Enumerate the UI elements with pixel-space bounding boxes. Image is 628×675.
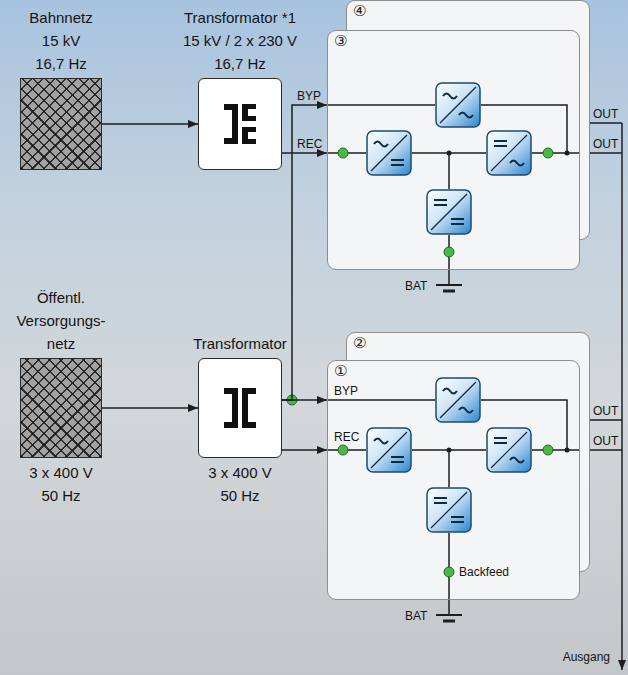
connector-arrow: [282, 105, 327, 400]
bypass-converter: [436, 378, 480, 422]
transformer-symbol: [242, 116, 256, 121]
heading-group: Transformator *115 kV / 2 x 230 V16,7 Hz: [183, 6, 297, 75]
output-label: Ausgang: [563, 650, 610, 664]
port-label: OUT: [593, 137, 618, 151]
green-dot: [444, 567, 454, 577]
node-heading: 15 kV: [42, 29, 80, 52]
internal-wire: [328, 105, 579, 269]
callout-number: ③: [334, 32, 347, 50]
connector-arrow: [102, 407, 198, 409]
internal-wire: [328, 400, 579, 599]
node-heading: 16,7 Hz: [35, 52, 87, 75]
transformer-symbol: [224, 104, 256, 144]
transformer-box: Transformator3 x 400 V50 Hz: [198, 358, 282, 458]
connector-arrow: [282, 449, 327, 451]
supply-network: Öffentl. Versorgungs- netz3 x 400 V50 Hz: [20, 358, 102, 458]
transformer-symbol: [242, 422, 256, 428]
green-dot: [338, 148, 348, 158]
rectifier-symbol: [367, 428, 411, 472]
transformer-symbol: [242, 139, 256, 144]
junction-dot: [565, 448, 570, 453]
heading-group: Transformator: [193, 332, 287, 355]
ups-module: ③: [327, 30, 580, 270]
green-dot: [338, 148, 553, 257]
output-wire: [621, 123, 623, 670]
port-label: BYP: [297, 89, 321, 103]
inverter-symbol: [487, 131, 531, 175]
node-caption: 50 Hz: [41, 484, 80, 507]
inverter-symbol: [487, 428, 531, 472]
port-label: BYP: [334, 384, 358, 398]
rectifier-symbol: [367, 131, 411, 175]
transformer-box: Transformator *115 kV / 2 x 230 V16,7 Hz: [198, 78, 282, 170]
node-heading: 16,7 Hz: [214, 52, 266, 75]
supply-network: Bahnnetz15 kV16,7 Hz: [20, 78, 102, 170]
green-dot: [543, 148, 553, 158]
node-heading: Bahnnetz: [29, 6, 92, 29]
connector-arrow: [282, 399, 327, 401]
heading-group: Bahnnetz15 kV16,7 Hz: [29, 6, 92, 75]
ups-internals: [327, 360, 580, 600]
port-label: OUT: [593, 404, 618, 418]
callout-number: ①: [334, 362, 347, 380]
dc-converter-symbol: [427, 190, 471, 234]
ups-internals: [327, 30, 580, 270]
green-dot: [338, 445, 348, 455]
junction-dot: [565, 151, 570, 156]
connector-arrow: [282, 152, 327, 154]
ups-module: ①: [327, 360, 580, 600]
port-label: REC: [297, 137, 322, 151]
transformer-symbol: [224, 138, 238, 144]
transformer-symbol: [198, 78, 282, 170]
green-dot: [543, 445, 553, 455]
port-label: OUT: [593, 107, 618, 121]
junction-dot: [447, 151, 452, 156]
battery-label: BAT: [405, 609, 427, 623]
transformer-symbol: [198, 358, 282, 458]
caption-group: 3 x 400 V50 Hz: [29, 461, 92, 507]
bypass-converter: [436, 83, 480, 127]
internal-wire: [328, 105, 579, 269]
internal-wire: [328, 400, 579, 599]
transformer-symbol: [224, 388, 256, 428]
node-heading: Öffentl. Versorgungs- netz: [16, 286, 105, 355]
callout-number: ②: [353, 334, 366, 352]
node-heading: Transformator: [193, 332, 287, 355]
connector-arrow: [102, 123, 198, 125]
heading-group: Öffentl. Versorgungs- netz: [16, 286, 105, 355]
backfeed-label: Backfeed: [459, 565, 509, 579]
node-caption: 50 Hz: [220, 484, 259, 507]
green-dot: [338, 445, 553, 577]
callout-number: ④: [353, 2, 366, 20]
port-label: REC: [334, 430, 359, 444]
dc-converter-symbol: [427, 488, 471, 532]
caption-group: 3 x 400 V50 Hz: [208, 461, 271, 507]
node-caption: 3 x 400 V: [29, 461, 92, 484]
node-heading: Transformator *1: [184, 6, 296, 29]
junction-dot: [447, 448, 452, 453]
node-caption: 3 x 400 V: [208, 461, 271, 484]
battery-label: BAT: [405, 279, 427, 293]
green-dot: [444, 247, 454, 257]
port-label: OUT: [593, 434, 618, 448]
node-heading: 15 kV / 2 x 230 V: [183, 29, 297, 52]
transformer-symbol: [224, 422, 238, 428]
